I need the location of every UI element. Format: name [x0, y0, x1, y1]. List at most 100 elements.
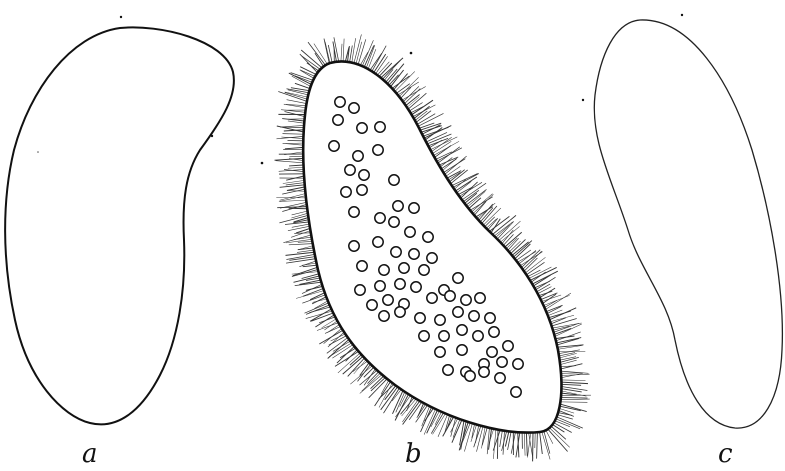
cilium — [474, 202, 486, 216]
panel-label-a: a — [82, 441, 98, 467]
vacuole — [439, 331, 449, 341]
vacuole — [357, 185, 367, 195]
cilium — [392, 389, 401, 401]
vacuole — [473, 331, 483, 341]
cilium — [313, 299, 328, 303]
vacuole — [513, 359, 523, 369]
cilium — [298, 241, 312, 242]
cilium — [325, 327, 341, 334]
cilium — [284, 130, 304, 131]
vacuole — [379, 311, 389, 321]
cilium — [561, 384, 581, 385]
vacuole — [511, 387, 521, 397]
vacuole — [395, 307, 405, 317]
cilium — [394, 74, 408, 90]
vacuole — [503, 341, 513, 351]
cilium — [524, 258, 537, 271]
vacuole — [497, 357, 507, 367]
cilium — [461, 182, 478, 198]
vacuole — [485, 313, 495, 323]
cilium — [296, 228, 310, 233]
vacuole — [389, 217, 399, 227]
vacuole — [461, 295, 471, 305]
vacuole — [487, 347, 497, 357]
vacuole — [393, 201, 403, 211]
cilium — [286, 143, 304, 144]
cilium — [298, 248, 314, 250]
vacuole — [367, 300, 377, 310]
cilium — [429, 140, 442, 148]
cilium — [328, 339, 349, 358]
cilium — [305, 303, 329, 313]
speck — [410, 52, 413, 55]
vacuole — [373, 237, 383, 247]
vacuole — [415, 313, 425, 323]
vacuole — [353, 151, 363, 161]
vacuole — [443, 365, 453, 375]
vacuole — [427, 293, 437, 303]
vacuole — [359, 170, 369, 180]
vacuole — [379, 265, 389, 275]
vacuole — [357, 123, 367, 133]
vacuole — [335, 97, 345, 107]
vacuole — [391, 247, 401, 257]
cilium — [288, 121, 304, 123]
cilium — [343, 39, 344, 62]
cilium — [518, 432, 519, 457]
cilium — [282, 189, 305, 194]
vacuole — [375, 281, 385, 291]
vacuole — [489, 327, 499, 337]
cilium — [561, 399, 590, 400]
cilium — [549, 308, 576, 320]
cilium — [445, 156, 467, 174]
cilium — [526, 433, 527, 456]
cilium — [561, 382, 588, 384]
vacuole — [479, 367, 489, 377]
cilium — [303, 265, 317, 267]
vacuole — [383, 295, 393, 305]
cilium — [474, 426, 481, 448]
cell-outline-a — [5, 27, 234, 424]
panel-label-c: c — [718, 441, 733, 467]
cilium — [301, 71, 314, 79]
vacuole — [457, 345, 467, 355]
cilium — [371, 377, 386, 391]
vacuole — [341, 187, 351, 197]
cilium — [292, 211, 308, 215]
cilium — [536, 277, 556, 290]
cell-outline-c — [594, 20, 782, 428]
speck — [582, 99, 584, 101]
cilium — [354, 34, 362, 63]
vacuole — [423, 232, 433, 242]
cilium — [561, 380, 585, 381]
vacuole — [329, 141, 339, 151]
cilium — [472, 424, 475, 438]
cilium — [556, 419, 580, 429]
cilium — [324, 39, 329, 64]
vacuole — [399, 263, 409, 273]
vacuole — [409, 249, 419, 259]
vacuole — [419, 265, 429, 275]
vacuole — [333, 115, 343, 125]
speck — [120, 16, 122, 18]
cilium — [419, 123, 434, 128]
cilium — [315, 53, 324, 66]
cilium — [277, 207, 307, 208]
vacuole — [453, 307, 463, 317]
panel-c-cell — [582, 14, 783, 428]
cilium — [325, 42, 330, 63]
speck — [211, 135, 213, 137]
cilium — [278, 92, 307, 102]
cilium — [333, 42, 337, 62]
cilium — [469, 198, 481, 209]
cilium — [341, 44, 342, 62]
cilium — [324, 328, 342, 343]
cilium — [293, 267, 318, 275]
vacuole — [355, 285, 365, 295]
cilium — [537, 432, 538, 458]
vacuole — [453, 273, 463, 283]
cilium — [497, 430, 498, 459]
vacuole — [395, 279, 405, 289]
cilium — [289, 244, 313, 245]
